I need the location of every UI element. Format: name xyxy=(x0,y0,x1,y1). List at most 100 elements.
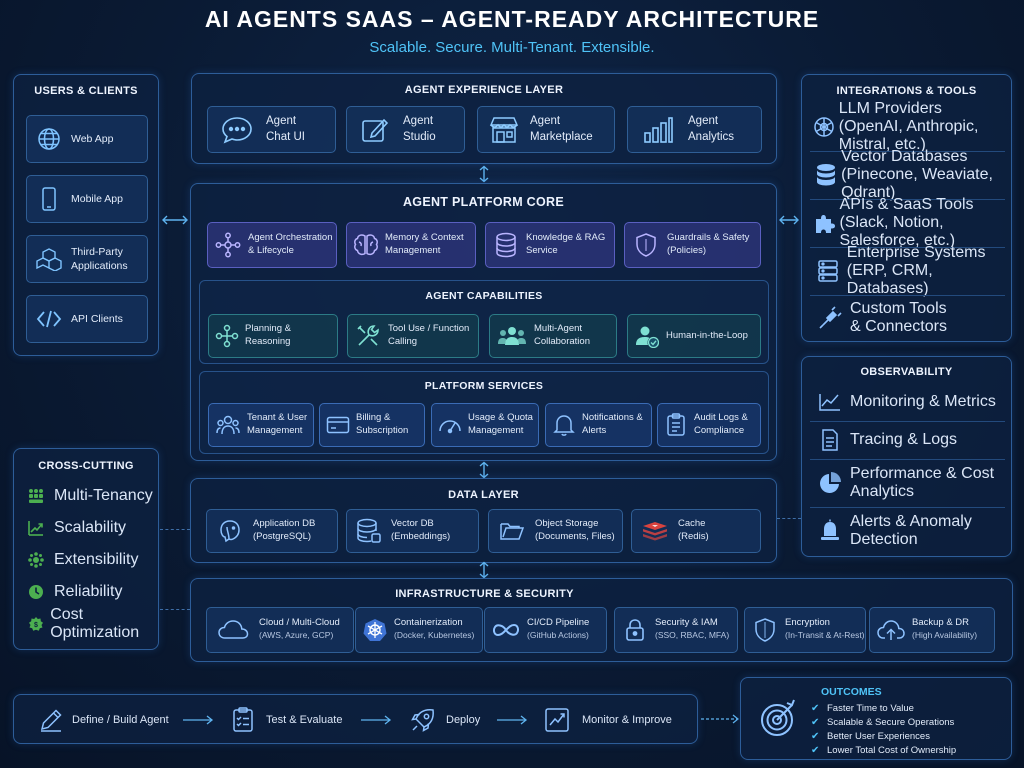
label-line1: Security & IAM xyxy=(655,617,718,629)
experience-studio[interactable]: Agent Studio xyxy=(346,106,465,153)
client-web-app[interactable]: Web App xyxy=(26,115,148,163)
core-label: Guardrails & Safety (Policies) xyxy=(667,232,749,258)
core-knowledge-rag[interactable]: Knowledge & RAG Service xyxy=(485,222,615,268)
obs-performance[interactable]: Performance & Cost Analytics xyxy=(810,461,1005,505)
workflow-step-test[interactable]: Test & Evaluate xyxy=(232,707,342,733)
cross-extensibility: Extensibility xyxy=(28,551,138,569)
core-orchestration[interactable]: Agent Orchestration & Lifecycle xyxy=(207,222,337,268)
capability-planning[interactable]: Planning & Reasoning xyxy=(208,314,338,358)
client-api[interactable]: API Clients xyxy=(26,295,148,343)
outcome-text: Lower Total Cost of Ownership xyxy=(827,744,957,756)
users-icon xyxy=(490,325,534,347)
label-line2: & Lifecycle xyxy=(248,245,294,256)
core-memory[interactable]: Memory & Context Management xyxy=(346,222,476,268)
integration-llm[interactable]: LLM Providers (OpenAI, Anthropic, Mistra… xyxy=(810,100,1005,153)
data-layer-title: DATA LAYER xyxy=(448,489,519,501)
infra-backup-dr[interactable]: Backup & DR (High Availability) xyxy=(869,607,995,653)
obs-divider xyxy=(810,421,1005,422)
infra-cicd[interactable]: CI/CD Pipeline (GitHub Actions) xyxy=(484,607,607,653)
platform-core-title: AGENT PLATFORM CORE xyxy=(402,195,565,209)
label-line1: Application DB xyxy=(253,518,316,530)
document-icon xyxy=(810,428,850,452)
obs-alerts[interactable]: Alerts & Anomaly Detection xyxy=(810,509,1005,553)
data-vector-db[interactable]: Vector DB (Embeddings) xyxy=(346,509,479,553)
service-label: Notifications & Alerts xyxy=(582,412,643,438)
infra-cloud[interactable]: Cloud / Multi-Cloud (AWS, Azure, GCP) xyxy=(206,607,354,653)
capability-tool-use[interactable]: Tool Use / Function Calling xyxy=(347,314,479,358)
bell-icon xyxy=(546,413,582,437)
infra-label: CI/CD Pipeline (GitHub Actions) xyxy=(527,617,589,643)
label-line2: & Connectors xyxy=(850,318,947,335)
infra-containerization[interactable]: Containerization (Docker, Kubernetes) xyxy=(355,607,483,653)
service-billing[interactable]: Billing & Subscription xyxy=(319,403,425,447)
experience-label: Agent Chat UI xyxy=(266,114,305,145)
label-line2: Subscription xyxy=(356,425,409,436)
obs-text: Alerts & Anomaly Detection xyxy=(850,513,972,549)
integration-text: Enterprise Systems (ERP, CRM, Databases) xyxy=(847,244,1005,298)
infra-encryption[interactable]: Encryption (In-Transit & At-Rest) xyxy=(744,607,866,653)
label-line2: (GitHub Actions) xyxy=(527,630,589,640)
shield-lock-icon xyxy=(745,617,785,643)
client-third-party[interactable]: Third-Party Applications xyxy=(26,235,148,283)
obs-monitoring[interactable]: Monitoring & Metrics xyxy=(810,385,1005,419)
outcomes-list: ✔ Faster Time to Value ✔ Scalable & Secu… xyxy=(811,701,956,757)
service-usage-quota[interactable]: Usage & Quota Management xyxy=(431,403,539,447)
label-line1: Agent xyxy=(266,114,297,127)
outcomes-title: OUTCOMES xyxy=(821,686,882,698)
label-line1: Encryption xyxy=(785,617,830,629)
service-notifications[interactable]: Notifications & Alerts xyxy=(545,403,652,447)
workflow-step-build[interactable]: Define / Build Agent xyxy=(38,707,169,733)
mobile-icon xyxy=(27,187,71,211)
label-line2: (AWS, Azure, GCP) xyxy=(259,630,334,640)
label-line1: Memory & Context xyxy=(385,232,464,244)
integration-custom-tools[interactable]: Custom Tools & Connectors xyxy=(810,297,1005,339)
rocket-icon xyxy=(410,707,446,733)
data-app-db[interactable]: Application DB (PostgreSQL) xyxy=(206,509,338,553)
label-line2: Collaboration xyxy=(534,336,590,347)
label-line1: Agent xyxy=(688,114,719,127)
experience-analytics[interactable]: Agent Analytics xyxy=(627,106,762,153)
nodes-icon xyxy=(209,324,245,348)
label-line2: (Policies) xyxy=(667,245,707,256)
capability-human-in-loop[interactable]: Human-in-the-Loop xyxy=(627,314,761,358)
code-icon xyxy=(27,309,71,329)
monitor-chart-icon xyxy=(544,707,582,733)
cross-label: Scalability xyxy=(54,519,127,536)
label-line2: (PostgreSQL) xyxy=(253,531,312,542)
observability-panel: OBSERVABILITY Monitoring & Metrics Traci… xyxy=(801,356,1012,557)
label-line2: Detection xyxy=(850,531,918,548)
integration-divider xyxy=(810,199,1005,200)
chat-bubble-icon xyxy=(208,115,266,145)
integrations-panel: INTEGRATIONS & TOOLS LLM Providers (Open… xyxy=(801,74,1012,342)
experience-chat-ui[interactable]: Agent Chat UI xyxy=(207,106,336,153)
outcome-text: Faster Time to Value xyxy=(827,702,914,714)
capability-multi-agent[interactable]: Multi-Agent Collaboration xyxy=(489,314,617,358)
experience-marketplace[interactable]: Agent Marketplace xyxy=(477,106,615,153)
data-cache[interactable]: Cache (Redis) xyxy=(631,509,761,553)
integration-apis[interactable]: APIs & SaaS Tools (Slack, Notion, Salesf… xyxy=(810,196,1005,249)
cloud-icon xyxy=(207,619,259,641)
data-label: Application DB (PostgreSQL) xyxy=(253,518,315,544)
core-guardrails[interactable]: Guardrails & Safety (Policies) xyxy=(624,222,761,268)
database-icon xyxy=(486,232,526,258)
obs-tracing[interactable]: Tracing & Logs xyxy=(810,423,1005,457)
integration-text: Vector Databases (Pinecone, Weaviate, Qd… xyxy=(841,148,1005,202)
label-line1: Enterprise Systems xyxy=(846,244,986,261)
data-object-storage[interactable]: Object Storage (Documents, Files) xyxy=(488,509,623,553)
tenant-icon xyxy=(209,414,247,436)
workflow-step-monitor[interactable]: Monitor & Improve xyxy=(544,707,672,733)
integration-enterprise[interactable]: Enterprise Systems (ERP, CRM, Databases) xyxy=(810,244,1005,297)
label-line2: (Slack, Notion, Salesforce, etc.) xyxy=(839,214,956,249)
cross-reliability: Reliability xyxy=(28,583,122,601)
label-line1: Agent xyxy=(403,114,434,127)
label-line2: (Documents, Files) xyxy=(535,531,615,542)
client-mobile-app[interactable]: Mobile App xyxy=(26,175,148,223)
brain-icon xyxy=(347,233,385,257)
service-audit[interactable]: Audit Logs & Compliance xyxy=(657,403,761,447)
service-tenant[interactable]: Tenant & User Management xyxy=(208,403,314,447)
infra-security-iam[interactable]: Security & IAM (SSO, RBAC, MFA) xyxy=(614,607,738,653)
workflow-step-deploy[interactable]: Deploy xyxy=(410,707,480,733)
infra-label: Containerization (Docker, Kubernetes) xyxy=(394,617,474,643)
integration-vector-db[interactable]: Vector Databases (Pinecone, Weaviate, Qd… xyxy=(810,148,1005,201)
label-line1: Multi-Agent xyxy=(534,323,583,335)
